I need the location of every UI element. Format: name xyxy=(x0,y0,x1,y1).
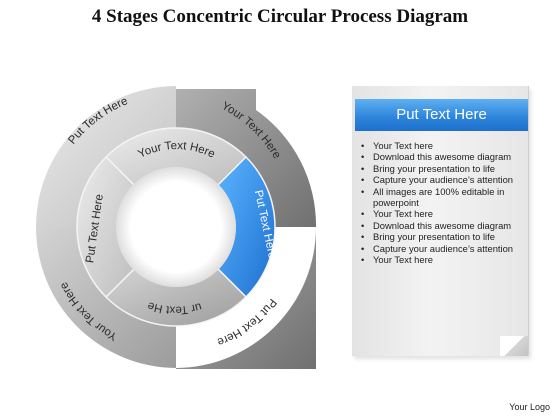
list-item: Your Text here xyxy=(360,254,525,266)
list-item: Download this awesome diagram xyxy=(360,220,525,232)
page-title: 4 Stages Concentric Circular Process Dia… xyxy=(91,6,469,27)
page-curl xyxy=(500,336,528,356)
list-item: Capture your audience’s attention xyxy=(360,243,525,255)
list-item: Your Text here xyxy=(360,140,525,152)
logo-placeholder: Your Logo xyxy=(509,402,550,412)
list-item: Your Text here xyxy=(360,208,525,220)
list-item: All images are 100% editable in powerpoi… xyxy=(360,186,525,209)
list-item: Capture your audience’s attention xyxy=(360,174,525,186)
bullet-list: Your Text here Download this awesome dia… xyxy=(360,140,525,266)
list-item: Bring your presentation to life xyxy=(360,163,525,175)
outer-segment-bottom-right xyxy=(176,227,316,369)
list-item: Bring your presentation to life xyxy=(360,231,525,243)
panel-header: Put Text Here xyxy=(355,99,528,131)
list-item: Download this awesome diagram xyxy=(360,151,525,163)
center-hole xyxy=(116,167,236,287)
